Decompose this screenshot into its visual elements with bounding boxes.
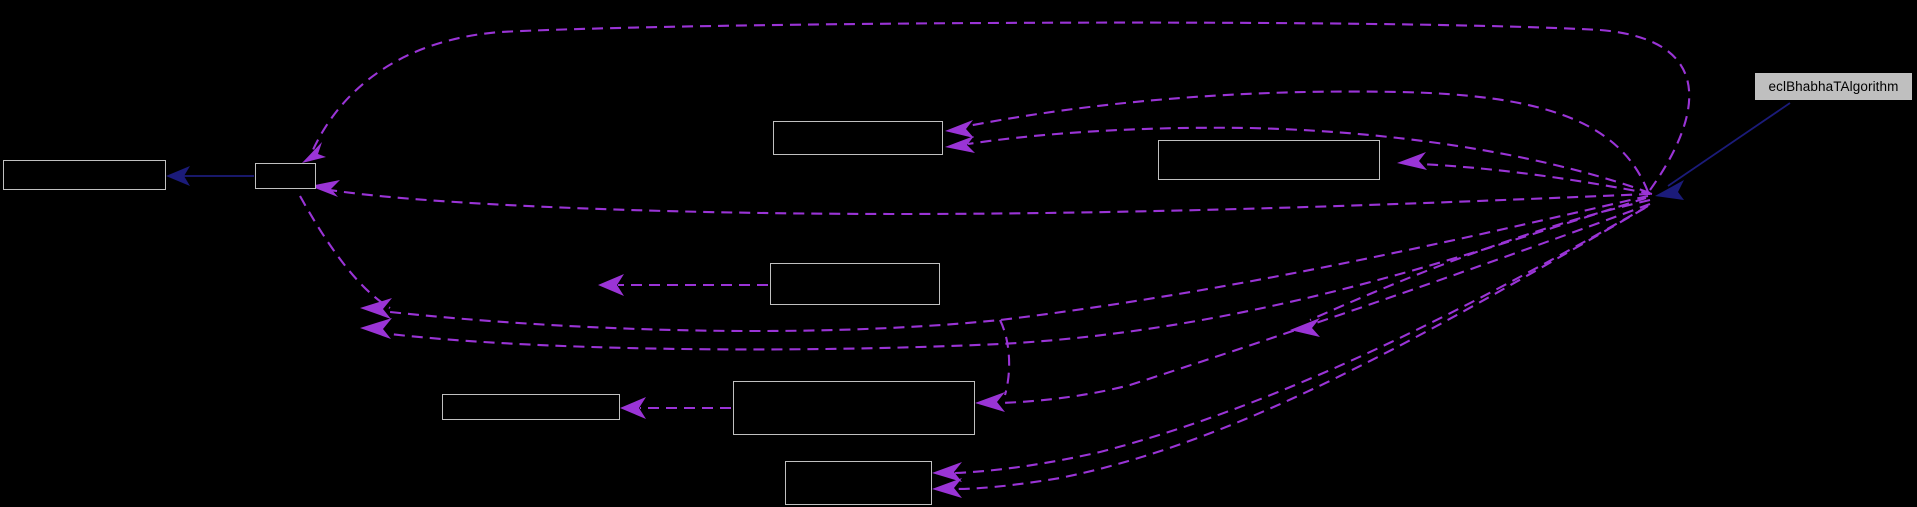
edge-dashed-hub-to-n2-top (302, 21, 1691, 191)
graph-node-n8[interactable] (785, 461, 932, 505)
graph-node-n3[interactable] (773, 121, 943, 155)
edge-dashed-hub-to-n2-mid (310, 180, 1651, 216)
edge-dashed-hub-to-n3-b (945, 126, 1651, 194)
graph-node-eclbhabhatalgorithm[interactable]: eclBhabhaTAlgorithm (1755, 73, 1912, 100)
edge-dashed-hub-to-n4 (1397, 152, 1653, 196)
graph-node-n4[interactable] (1158, 140, 1380, 180)
graph-node-n1[interactable] (3, 160, 166, 190)
edge-dashed-n7-to-n6 (620, 397, 731, 419)
edge-dashed-hub-to-n7 (975, 203, 1651, 412)
edge-dashed-n5-to-n7-link (999, 319, 1011, 396)
graph-node-eclbhabhatalgorithm-label: eclBhabhaTAlgorithm (1768, 78, 1899, 94)
edge-solid-n9-to-hub (1655, 102, 1791, 200)
graph-node-n2[interactable] (255, 163, 316, 189)
edge-dashed-hub-to-n8-b (932, 207, 1646, 498)
graph-node-n7[interactable] (733, 381, 975, 435)
graph-node-n6[interactable] (442, 394, 620, 420)
edge-dashed-hub-to-n5 (1290, 198, 1651, 337)
edge-dashed-n5-to-left (598, 274, 768, 296)
edge-dashed-n2-loop-left (299, 195, 391, 309)
edge-dashed-hub-to-left-a (360, 194, 1649, 333)
edge-dashed-hub-to-n8-a (932, 205, 1649, 482)
edge-dashed-hub-to-n3-a (945, 90, 1649, 193)
edge-solid-n2-to-n1 (166, 166, 254, 186)
graph-node-n5[interactable] (770, 263, 940, 305)
